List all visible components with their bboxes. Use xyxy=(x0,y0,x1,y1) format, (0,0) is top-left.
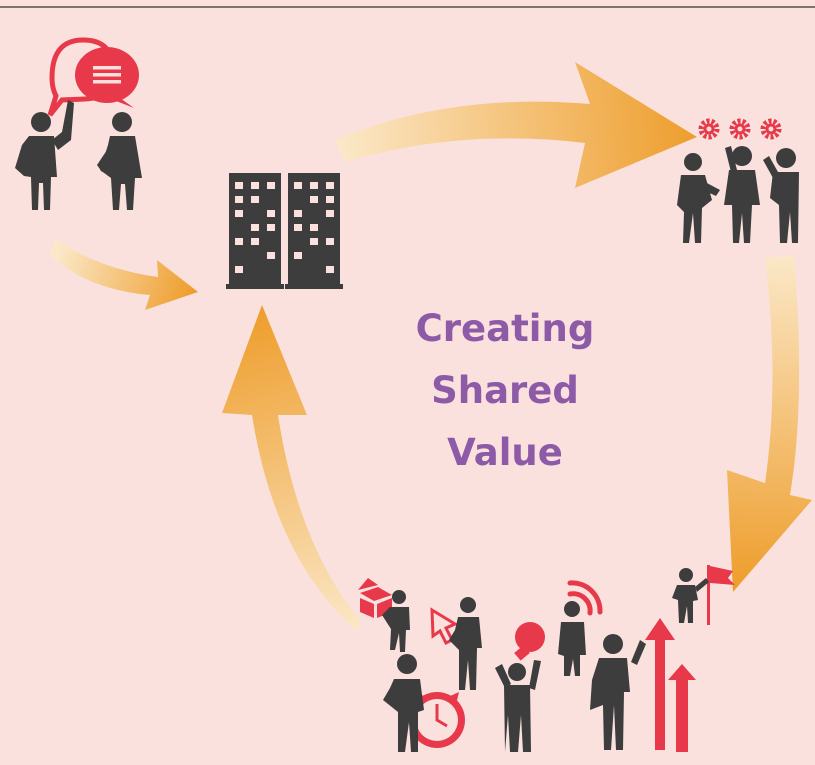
gears-icon xyxy=(698,118,782,140)
title-line-3: Value xyxy=(447,431,563,474)
cursor-icon xyxy=(430,607,459,646)
lightbulb-icon xyxy=(514,622,545,661)
lightbulb-figure xyxy=(495,660,541,752)
speech-bubbles-icon xyxy=(47,37,139,117)
box-carrier-figure xyxy=(382,590,410,652)
office-buildings-icon xyxy=(226,173,343,289)
cursor-figure xyxy=(449,597,482,690)
delivery-box-icon xyxy=(358,578,392,618)
title-line-2: Shared xyxy=(431,369,579,412)
arrow-small-left xyxy=(50,238,198,310)
growth-arrows-icon xyxy=(645,618,696,752)
team-with-gears-icon xyxy=(677,146,799,243)
growth-figure xyxy=(590,634,646,750)
clock-figure xyxy=(383,654,424,752)
arrow-top xyxy=(335,62,697,188)
diagram-title: Creating Shared Value xyxy=(360,298,650,484)
title-line-1: Creating xyxy=(415,307,595,350)
arrow-left xyxy=(222,305,360,632)
flag-icon xyxy=(707,565,735,625)
top-divider xyxy=(0,6,815,8)
two-businessmen-talking-icon xyxy=(15,100,142,210)
arrow-right xyxy=(727,255,812,592)
flag-figure xyxy=(672,568,709,623)
wifi-figure xyxy=(558,601,586,676)
